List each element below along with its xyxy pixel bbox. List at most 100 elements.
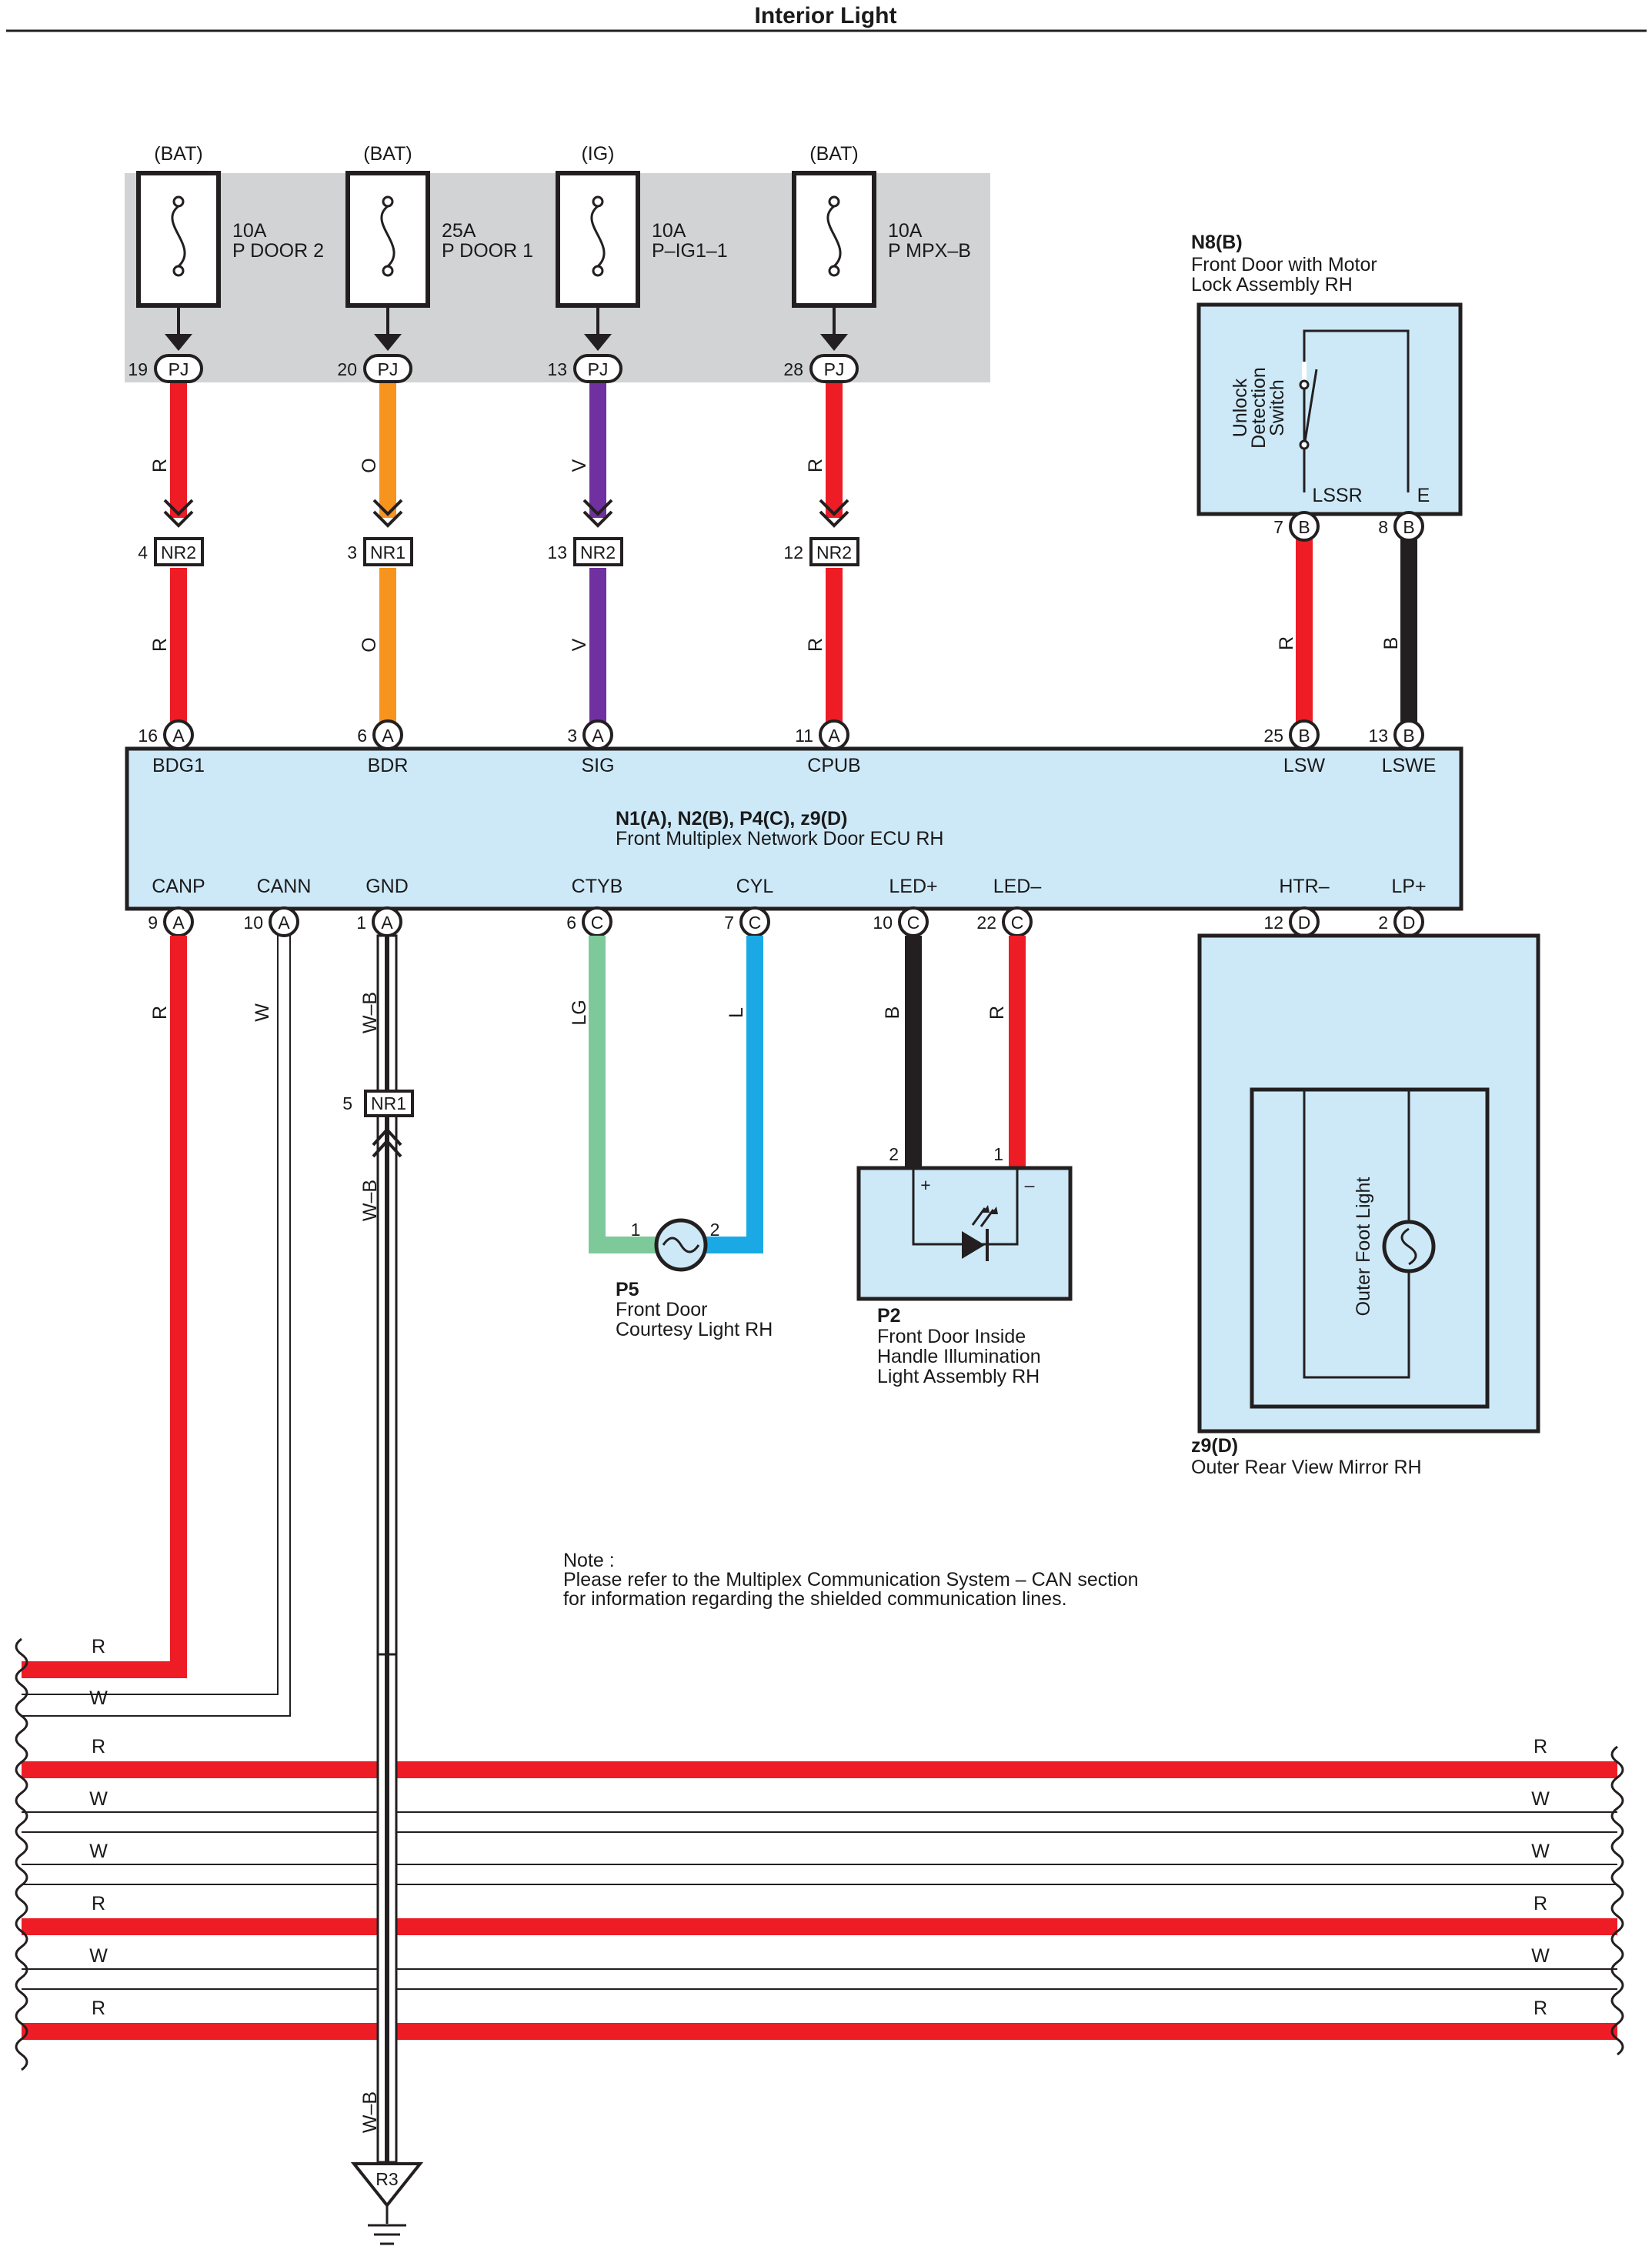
junction-conn-0: NR2: [161, 542, 196, 562]
ecu-bottom-1-circle: [269, 906, 299, 937]
fuse-source-0: (BAT): [154, 143, 202, 165]
can-label-right-2: W: [1531, 1841, 1550, 1862]
ecu-bottom-6-conn: C: [1011, 913, 1024, 933]
junction-conn-3: NR2: [816, 542, 852, 562]
wire-color-led-minus: R: [986, 1006, 1008, 1020]
junction-pin-1: 3: [347, 542, 357, 562]
wire-color-upper-2: V: [569, 459, 590, 472]
ecu-top-label-3: CPUB: [807, 755, 860, 776]
ecu-bottom-pin-3: 6: [566, 913, 576, 933]
ecu-bottom-5-conn: C: [907, 913, 920, 933]
courtesy-light: 1 2 P5 Front Door Courtesy Light RH: [616, 1218, 773, 1340]
chevron-down-icon: [163, 499, 194, 516]
ecu-bottom-8-conn: D: [1403, 913, 1416, 933]
ecu-bottom-pin-0: 9: [148, 913, 158, 933]
courtesy-id: P5: [616, 1279, 639, 1300]
mirror-name: Outer Rear View Mirror RH: [1191, 1457, 1422, 1478]
note-line-1: Note :: [563, 1550, 615, 1571]
fuse-conn-0: PJ: [169, 359, 189, 379]
ecu-top-label-0: BDG1: [152, 755, 205, 776]
courtesy-name-1: Front Door: [616, 1299, 707, 1320]
can-label-left-2: W: [89, 1841, 108, 1862]
fuse-pin-1: 20: [337, 359, 357, 379]
door-lock-name-1: Front Door with Motor: [1191, 254, 1377, 275]
note-block: Note : Please refer to the Multiplex Com…: [563, 1550, 1139, 1610]
fuse-rating-3: 10A: [888, 220, 923, 242]
wire-color-led-plus: B: [882, 1006, 903, 1020]
fuse-pin-2: 13: [547, 359, 567, 379]
ecu-top-0-conn: A: [172, 726, 185, 746]
fuse-name-3: P MPX–B: [888, 240, 971, 262]
fuse-rating-0: 10A: [232, 220, 267, 242]
wire-color-lswe: B: [1380, 637, 1402, 650]
ground-conn-label: R3: [375, 2169, 398, 2189]
fuse-source-3: (BAT): [809, 143, 858, 165]
junction-2: [573, 537, 623, 566]
ecu-box: [125, 746, 1463, 911]
ecu-top-pin-0: 16: [138, 726, 158, 746]
junction-pin-0: 4: [138, 542, 148, 562]
fuse-name-0: P DOOR 2: [232, 240, 324, 262]
ecu-bottom-pin-5: 10: [873, 913, 893, 933]
handle-light-id: P2: [877, 1305, 901, 1327]
ecu-top-pin-1: 6: [357, 726, 367, 746]
break-mark-icon: [15, 1637, 28, 2071]
ecu-top-3-circle: [819, 719, 849, 750]
switch-label-3: Switch: [1267, 379, 1288, 436]
can-label-left-4: W: [89, 1945, 108, 1967]
ecu-bottom-label-3: CTYB: [572, 876, 623, 897]
door-lock-id: N8(B): [1191, 232, 1243, 253]
wire-color-lower-0: R: [149, 638, 171, 652]
ecu-bottom-pin-1: 10: [243, 913, 263, 933]
ecu-top-0-circle: [163, 719, 194, 750]
ecu-bottom-0-conn: A: [172, 913, 185, 933]
gnd-junction-conn: NR1: [371, 1093, 406, 1113]
ecu-bottom-pin-8: 2: [1378, 913, 1388, 933]
can-label-left-3: R: [92, 1893, 105, 1914]
chevron-down-icon: [582, 499, 613, 516]
can-stub-label-1: W: [89, 1687, 108, 1709]
fuse-pin-3: 28: [783, 359, 803, 379]
ecu-id: N1(A), N2(B), P4(C), z9(D): [616, 808, 847, 829]
junction-1: [363, 537, 413, 566]
ecu-top-pin-2: 3: [567, 726, 577, 746]
wire-color-upper-3: R: [805, 459, 826, 472]
ecu-bottom-4-conn: C: [749, 913, 762, 933]
ecu-bottom-pin-7: 12: [1263, 913, 1283, 933]
door-lock-pin-right: 8: [1378, 517, 1388, 537]
junction-0: [154, 537, 204, 566]
ecu-top-1-conn: A: [382, 726, 394, 746]
chevron-down-icon: [372, 499, 403, 516]
ecu-bottom-terminals: CANPA9CANNA10GNDA1CTYBC6CYLC7LED+C10LED–…: [148, 876, 1427, 937]
ecu-top-5-circle: [1393, 719, 1424, 750]
fuse-0: [136, 171, 221, 308]
ecu-bottom-label-7: HTR–: [1279, 876, 1329, 897]
ecu-bottom-3-conn: C: [591, 913, 604, 933]
handle-light-name-1: Front Door Inside: [877, 1326, 1026, 1347]
wire-color-gnd: W–B: [359, 992, 381, 1033]
can-line-3: [22, 1918, 1617, 1935]
mirror-id: z9(D): [1191, 1435, 1238, 1457]
wire-color-cann: W: [252, 1003, 273, 1022]
junction-pin-2: 13: [547, 542, 567, 562]
fuse-conn-2: PJ: [588, 359, 609, 379]
ground-connector: R3: [350, 2162, 424, 2245]
switch-label-2: Detection: [1248, 367, 1270, 449]
ecu-top-label-5: LSWE: [1382, 755, 1437, 776]
fuse-source-1: (BAT): [363, 143, 412, 165]
door-lock-name-2: Lock Assembly RH: [1191, 274, 1353, 295]
ecu-bottom-pin-2: 1: [356, 913, 366, 933]
ecu-top-5-conn: B: [1403, 726, 1414, 746]
fuse-wires: [170, 377, 1417, 733]
door-lock-conn-left: B: [1298, 517, 1310, 537]
outer-mirror: Outer Foot Light z9(D) Outer Rear View M…: [1191, 933, 1540, 1478]
arrow-down-icon: [584, 334, 612, 351]
courtesy-pin-2: 2: [710, 1220, 720, 1240]
bulb-filament-icon: [662, 1237, 700, 1253]
fuse-name-2: P–IG1–1: [652, 240, 728, 262]
